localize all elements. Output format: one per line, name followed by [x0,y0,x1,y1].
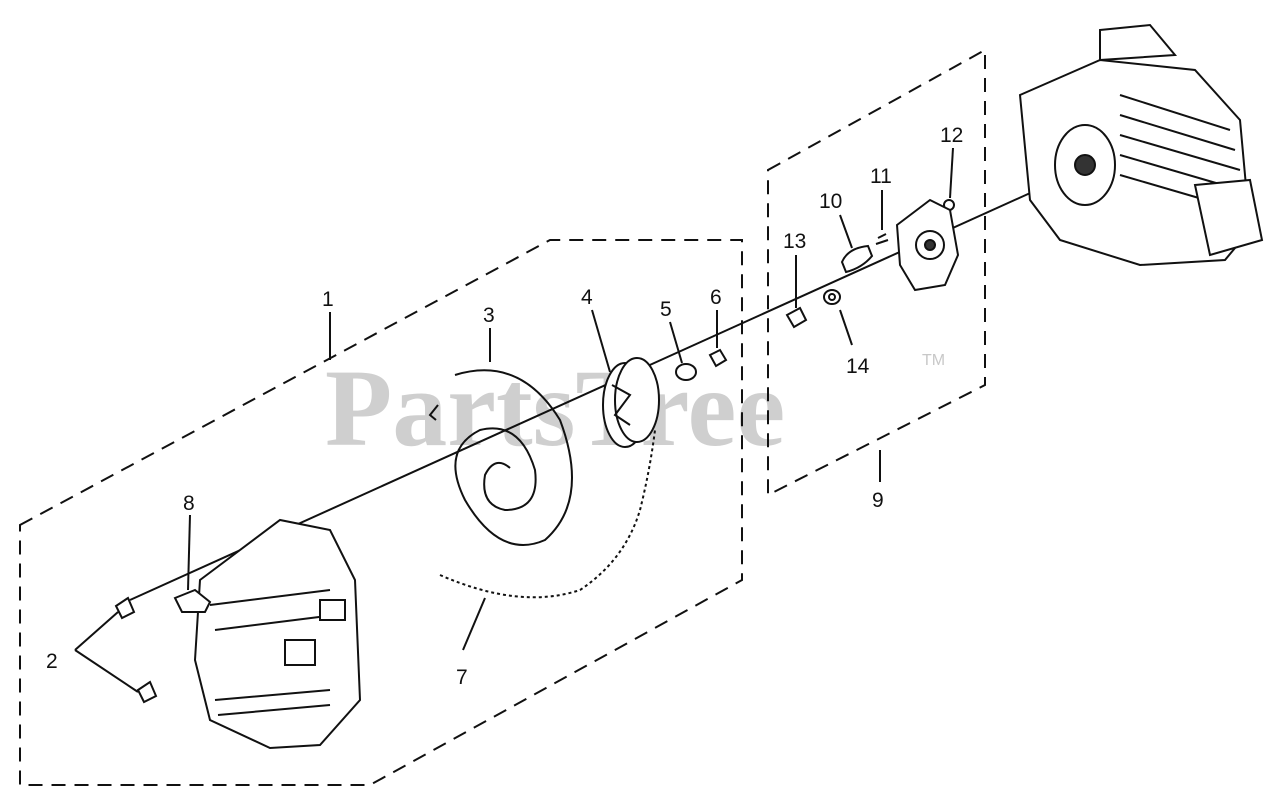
part-6-nut [708,348,728,368]
part-4-pulley [602,357,660,448]
leader-5 [669,321,683,364]
callout-1: 1 [322,288,334,311]
callout-9: 9 [872,489,884,512]
leader-8 [187,514,191,591]
callout-2: 2 [46,650,58,673]
leader-2 [74,611,139,693]
part-pawl-carrier [895,198,960,292]
engine-block [1018,23,1264,267]
part-5-washer [675,363,697,381]
part-10-pawl [840,244,874,274]
callout-14: 14 [846,355,870,378]
callout-3: 3 [483,304,495,327]
part-13-screw [785,306,808,329]
callout-10: 10 [819,190,842,213]
part-14-washer [823,289,841,305]
callout-4: 4 [581,286,593,309]
leader-7 [462,597,486,651]
part-7-rope [439,429,656,599]
starter-housing [193,518,362,750]
leader-14 [839,309,853,346]
part-3-recoil-spring [428,369,573,546]
part-11-spring [875,233,889,245]
group-box-starter-assembly [19,239,743,786]
leader-12 [949,147,954,199]
callout-6: 6 [710,286,722,309]
callout-12: 12 [940,124,963,147]
part-2-screw-top [114,596,136,620]
callout-8: 8 [183,492,195,515]
watermark-trademark: TM [922,352,945,369]
callout-13: 13 [783,230,806,253]
leader-4 [591,309,611,373]
leader-10 [839,214,853,249]
callout-11: 11 [870,165,892,188]
callout-5: 5 [660,298,672,321]
callout-7: 7 [456,666,468,689]
group-box-pawl-assembly [767,48,986,497]
part-8-handle [173,588,212,613]
part-2-screw-bottom [136,680,158,704]
